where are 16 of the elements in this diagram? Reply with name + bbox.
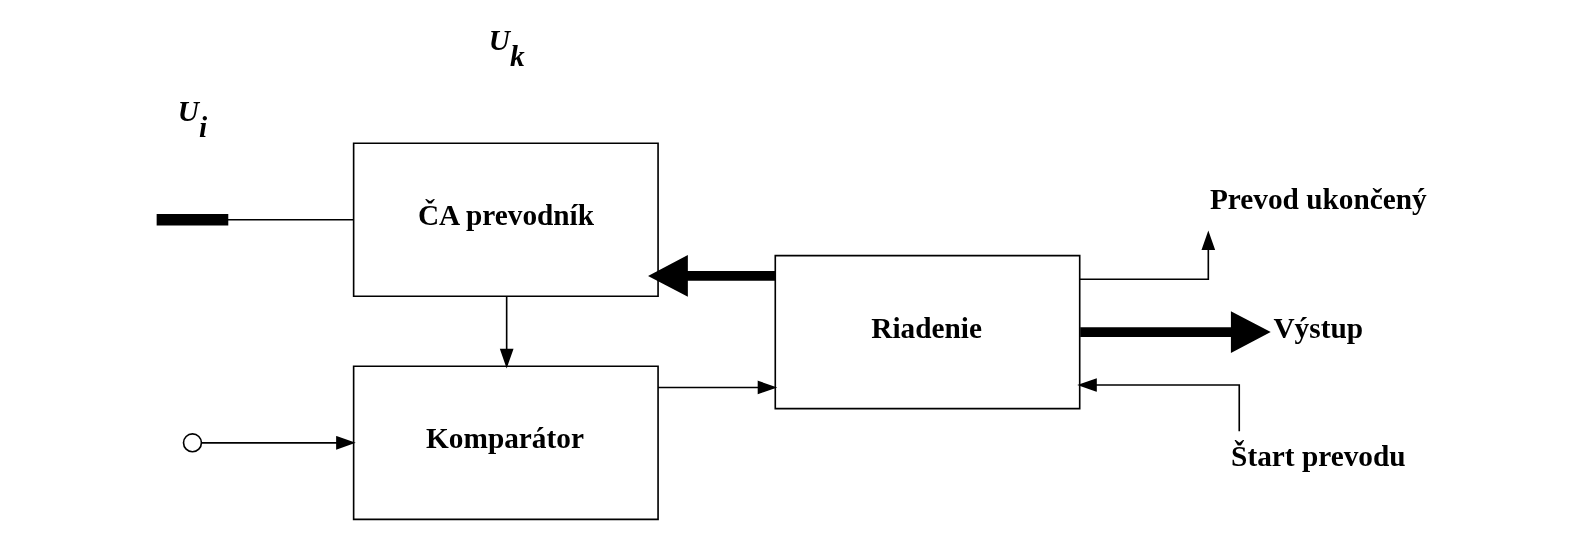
node-box: ČA prevodník	[352, 142, 659, 298]
arrow	[647, 255, 775, 297]
node-text: Štart prevodu	[1230, 440, 1406, 473]
node-circle	[182, 433, 202, 453]
node-bar	[156, 214, 228, 226]
connector	[226, 218, 354, 221]
node-box: Komparátor	[352, 365, 659, 521]
node-text: Prevod ukončený	[1209, 183, 1427, 216]
arrow	[1079, 311, 1271, 353]
arrow	[656, 380, 777, 395]
node-box: Riadenie	[773, 254, 1081, 410]
arrow	[200, 435, 356, 450]
node-text: Výstup	[1272, 311, 1363, 344]
arrow	[1076, 378, 1240, 433]
arrow	[1078, 230, 1215, 281]
arrow	[499, 295, 513, 369]
